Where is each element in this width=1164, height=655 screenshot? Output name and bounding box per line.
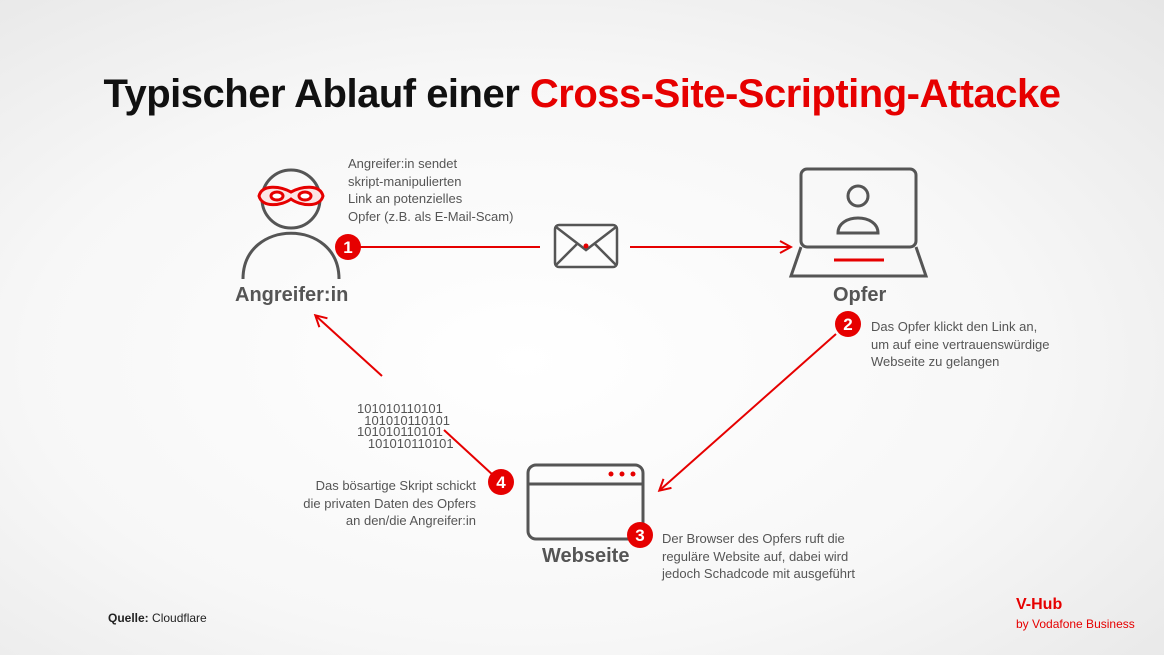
binary-line: 101010110101 xyxy=(357,424,443,439)
binary-line: 101010110101 xyxy=(357,401,443,416)
victim-label: Opfer xyxy=(833,284,887,306)
text-line: reguläre Website auf, dabei wird xyxy=(662,548,849,564)
text-line: um auf eine vertrauenswürdige xyxy=(871,336,1050,352)
binary-line: 101010110101 xyxy=(357,435,454,451)
mask-icon xyxy=(257,185,325,207)
page-title: Typischer Ablauf einer Cross-Site-Script… xyxy=(0,72,1164,117)
step-3-description: Der Browser des Opfers ruft die reguläre … xyxy=(662,530,855,583)
step-number: 4 xyxy=(496,473,506,492)
attacker-label: Angreifer:in xyxy=(235,284,349,306)
text-line: Angreifer:in sendet xyxy=(348,156,458,171)
source-label: Quelle: xyxy=(108,611,149,625)
step-number: 3 xyxy=(635,526,644,545)
step-number: 1 xyxy=(343,238,352,257)
text-line: Das Opfer klickt den Link an, xyxy=(871,319,1038,334)
step-number: 2 xyxy=(843,315,852,334)
source-note: Quelle: Cloudflare xyxy=(108,611,207,625)
binary-line: 101010110101 xyxy=(357,412,451,428)
text-line: skript-manipulierten xyxy=(348,173,462,189)
text-line: an den/die Angreifer:in xyxy=(345,513,476,528)
title-text: Typischer Ablauf einer xyxy=(103,72,530,116)
text-line: Webseite zu gelangen xyxy=(871,354,1000,369)
brand-logo: V-Hub xyxy=(1016,596,1063,613)
step-badge-4: 4 xyxy=(488,469,514,495)
text-line: Link an potenzielles xyxy=(348,191,463,206)
step-4-description: Das bösartige Skript schickt die privaten… xyxy=(290,477,476,530)
laptop-icon xyxy=(788,167,929,278)
step-badge-1: 1 xyxy=(335,234,361,260)
text-line: Der Browser des Opfers ruft die xyxy=(662,531,845,546)
text-line: die privaten Daten des Opfers xyxy=(303,495,476,511)
envelope-icon xyxy=(553,223,619,269)
text-line: jedoch Schadcode mit ausgeführt xyxy=(662,566,855,581)
text-line: Das bösartige Skript schickt xyxy=(315,478,476,493)
brand-subtitle: by Vodafone Business xyxy=(1016,617,1135,631)
attacker-icon xyxy=(241,168,341,280)
browser-window-icon xyxy=(526,463,645,541)
step-badge-3: 3 xyxy=(627,522,653,548)
step-badge-2: 2 xyxy=(835,311,861,337)
title-highlight: Cross-Site-Scripting-Attacke xyxy=(529,72,1061,116)
step-2-description: Das Opfer klickt den Link an, um auf eine… xyxy=(871,318,1050,371)
source-value: Cloudflare xyxy=(148,611,207,625)
website-label: Webseite xyxy=(542,545,630,567)
text-line: Opfer (z.B. als E-Mail-Scam) xyxy=(348,208,514,224)
